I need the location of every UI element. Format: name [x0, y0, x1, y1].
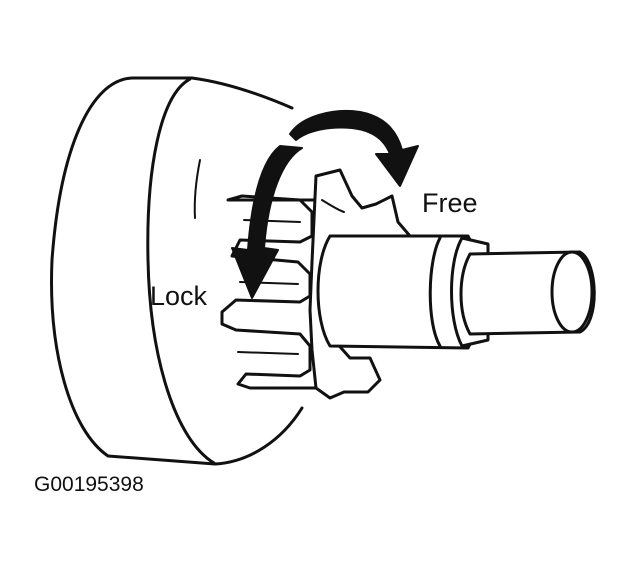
free-label: Free — [422, 188, 478, 218]
curved-arrow-clockwise-icon — [289, 110, 419, 187]
housing-outline — [50, 76, 304, 466]
figure-id-label: G00195398 — [34, 473, 144, 496]
pinion-gear-face-shade — [321, 199, 345, 213]
drive-shaft — [316, 234, 596, 350]
housing-rim-line — [146, 77, 216, 465]
shaft-large-end — [428, 236, 442, 348]
shaft-end-cap — [550, 250, 594, 334]
lock-label: Lock — [150, 281, 208, 311]
curved-arrow-down-icon — [231, 145, 303, 299]
clutch-housing — [50, 76, 304, 466]
housing-rim-highlight — [193, 159, 201, 219]
